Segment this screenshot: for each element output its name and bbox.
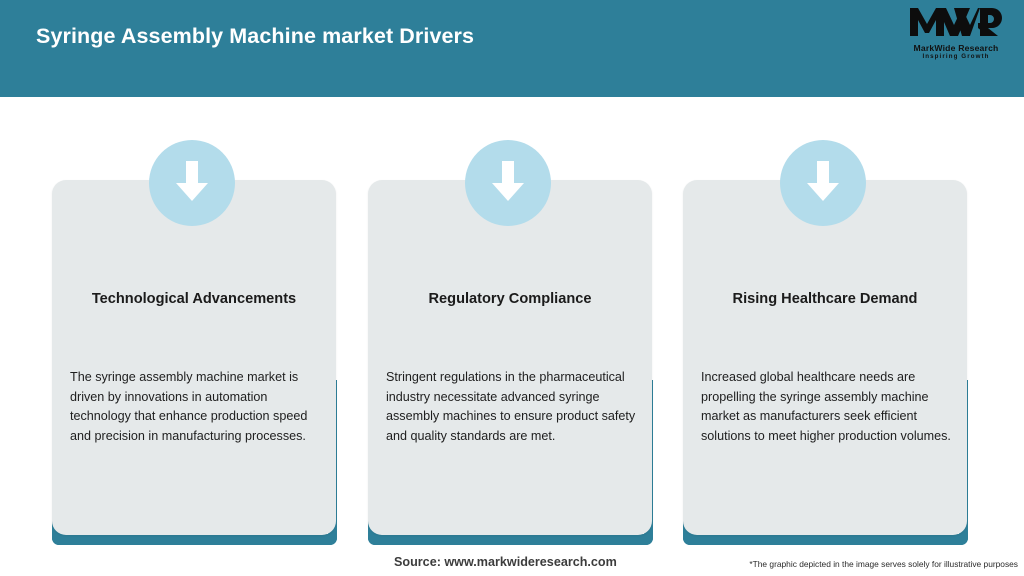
source-label: Source: www.markwideresearch.com [394,555,617,569]
driver-card-group: Regulatory Compliance Stringent regulati… [360,140,660,546]
card-icon-badge [149,140,235,226]
arrow-down-icon [174,159,210,208]
card-title: Technological Advancements [91,291,297,307]
driver-card-group: Rising Healthcare Demand Increased globa… [675,140,975,546]
card-title: Rising Healthcare Demand [732,291,918,307]
header-bar: Syringe Assembly Machine market Drivers [0,0,1024,97]
card-icon-badge [780,140,866,226]
logo-tagline: Inspiring Growth [922,53,990,60]
card-body-text: The syringe assembly machine market is d… [70,370,308,443]
arrow-down-icon [805,159,841,208]
driver-card-group: Technological Advancements The syringe a… [44,140,344,546]
disclaimer-text: *The graphic depicted in the image serve… [749,559,1018,569]
driver-card[interactable]: Technological Advancements The syringe a… [52,180,336,535]
mwr-monogram-icon [910,7,1002,42]
card-title: Regulatory Compliance [428,291,592,307]
card-body-text: Stringent regulations in the pharmaceuti… [386,370,636,443]
driver-card[interactable]: Regulatory Compliance Stringent regulati… [368,180,652,535]
arrow-down-icon [490,159,526,208]
card-body-text: Increased global healthcare needs are pr… [701,370,951,443]
driver-card[interactable]: Rising Healthcare Demand Increased globa… [683,180,967,535]
markwide-research-logo: MarkWide Research Inspiring Growth [900,7,1012,60]
card-icon-badge [465,140,551,226]
logo-company-name: MarkWide Research [913,43,999,53]
page-title: Syringe Assembly Machine market Drivers [36,24,475,48]
